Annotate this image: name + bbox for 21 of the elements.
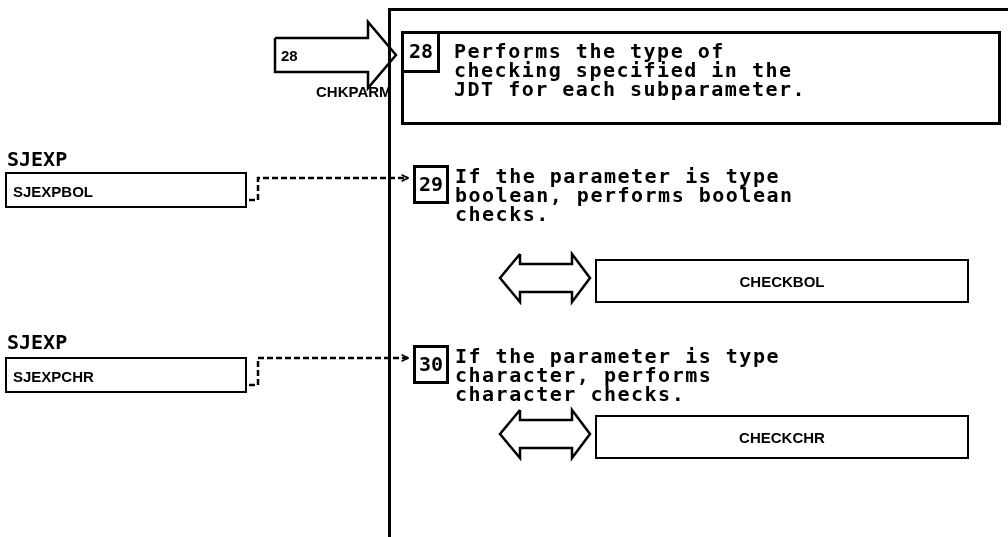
module-box: CHECKCHR <box>595 415 969 459</box>
edge-label: 28 <box>281 47 298 64</box>
dashed-arrow <box>249 174 409 202</box>
step-number: 30 <box>413 345 450 384</box>
wide-arrow <box>273 18 398 92</box>
process-panel <box>388 8 1008 537</box>
process-box <box>401 31 1001 125</box>
step-number: 29 <box>413 165 450 204</box>
module-name: SJEXP <box>7 333 68 352</box>
step-number: 28 <box>401 31 441 73</box>
module-name: SJEXP <box>7 150 68 169</box>
step-description: If the parameter is type character, performs character checks. <box>455 347 781 404</box>
step-description: Performs the type of checking specified in the JDT for each subparameter. <box>454 42 808 99</box>
module-box: SJEXPCHR <box>5 357 247 393</box>
wide-arrow <box>498 406 592 462</box>
module-box: CHECKBOL <box>595 259 969 303</box>
step-description: If the parameter is type boolean, performs boolean checks. <box>455 167 795 224</box>
module-box: SJEXPBOL <box>5 172 247 208</box>
wide-arrow <box>498 250 592 306</box>
module-name: CHKPARM <box>316 83 392 100</box>
dashed-arrow <box>249 354 409 387</box>
